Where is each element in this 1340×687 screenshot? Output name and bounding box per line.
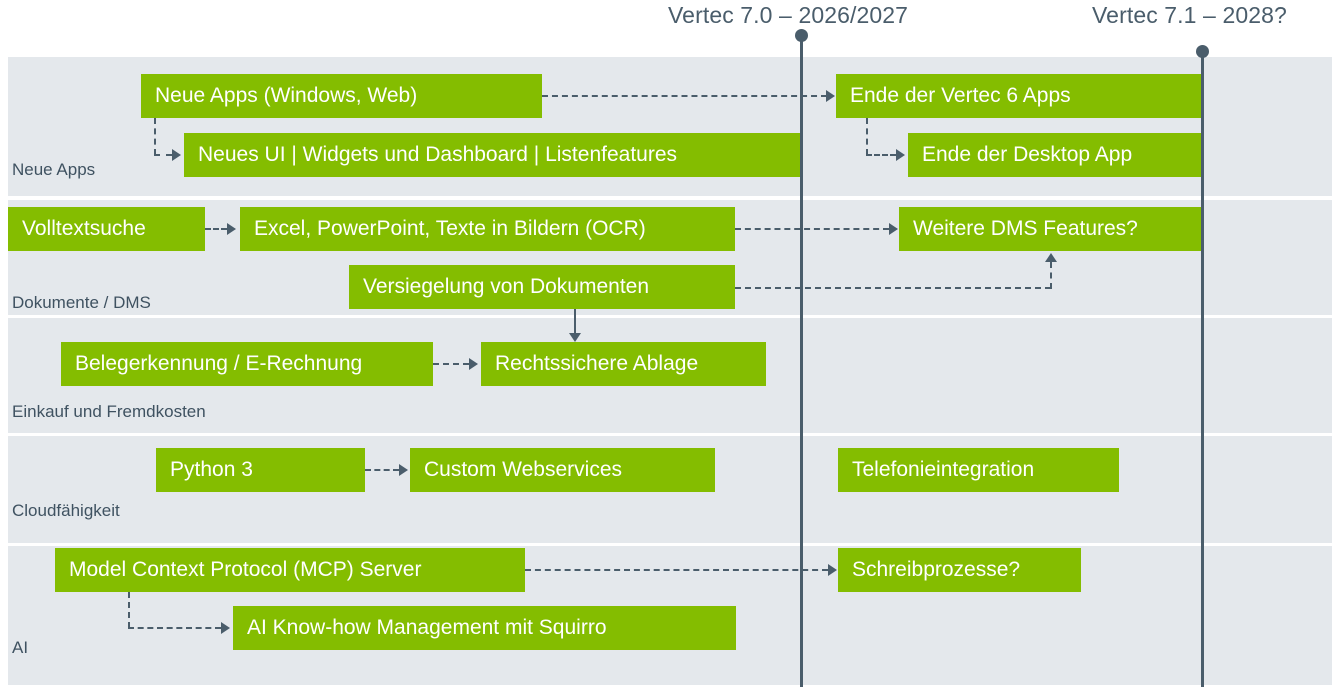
connector-versiegelung-to-weitere-dms-h [735,287,1051,289]
arrowhead-weitere-dms-from-below [1045,253,1057,262]
task-neue-apps-windows-web[interactable]: Neue Apps (Windows, Web) [141,74,542,118]
task-neues-ui-widgets-dashboard[interactable]: Neues UI | Widgets und Dashboard | Liste… [184,133,803,177]
arrowhead-ende-vertec6 [826,90,835,102]
task-schreibprozesse[interactable]: Schreibprozesse? [838,548,1081,592]
task-ai-knowhow-management-squirro[interactable]: AI Know-how Management mit Squirro [233,606,736,650]
task-weitere-dms-features[interactable]: Weitere DMS Features? [899,207,1203,251]
task-volltextsuche[interactable]: Volltextsuche [8,207,205,251]
connector-ocr-to-weitere-dms [735,228,889,230]
connector-volltextsuche-to-ocr [205,228,227,230]
task-belegerkennung-e-rechnung[interactable]: Belegerkennung / E-Rechnung [61,342,433,386]
arrowhead-weitere-dms [889,223,898,235]
arrowhead-neues-ui [172,149,181,161]
task-ende-der-vertec-6-apps[interactable]: Ende der Vertec 6 Apps [836,74,1203,118]
band-label-einkauf-fremdkosten: Einkauf und Fremdkosten [12,402,206,421]
band-label-dokumente-dms: Dokumente / DMS [12,293,151,312]
task-rechtssichere-ablage[interactable]: Rechtssichere Ablage [481,342,766,386]
connector-versiegelung-to-ablage-v [574,309,576,334]
connector-neue-apps-to-ende-vertec6 [542,95,827,97]
arrowhead-ablage [469,358,478,370]
milestone-line-vertec-70 [800,35,803,687]
milestone-line-vertec-71 [1201,51,1204,687]
arrowhead-rechtssichere-ablage [569,333,581,342]
band-label-neue-apps: Neue Apps [12,160,96,179]
connector-endevertec6-elbow-h [866,154,896,156]
task-excel-powerpoint-ocr[interactable]: Excel, PowerPoint, Texte in Bildern (OCR… [240,207,735,251]
connector-endevertec6-elbow-v [866,118,868,155]
connector-neueapps-elbow-h [154,154,172,156]
arrowhead-custom-webservices [399,464,408,476]
arrowhead-ocr [227,223,236,235]
task-versiegelung-von-dokumenten[interactable]: Versiegelung von Dokumenten [349,265,735,309]
connector-neueapps-elbow-v [154,118,156,155]
connector-mcp-elbow-v [128,592,130,628]
task-custom-webservices[interactable]: Custom Webservices [410,448,715,492]
connector-mcp-to-schreibprozesse [525,569,828,571]
arrowhead-ende-desktop-app [896,149,905,161]
arrowhead-schreibprozesse [828,564,837,576]
connector-belegerkennung-to-ablage [433,363,469,365]
task-telefonieintegration[interactable]: Telefonieintegration [838,448,1119,492]
milestone-label-vertec-71: Vertec 7.1 – 2028? [1092,2,1287,28]
arrowhead-ai-knowhow [221,622,230,634]
connector-mcp-elbow-h [128,627,221,629]
band-label-ai: AI [12,638,29,657]
connector-python3-to-webservices [365,469,399,471]
task-ende-der-desktop-app[interactable]: Ende der Desktop App [908,133,1203,177]
milestone-label-vertec-70: Vertec 7.0 – 2026/2027 [668,2,909,28]
milestone-dot-vertec-70 [795,29,808,42]
band-label-cloudfaehigkeit: Cloudfähigkeit [12,501,120,520]
task-python-3[interactable]: Python 3 [156,448,365,492]
connector-versiegelung-to-weitere-dms-v [1050,262,1052,289]
task-mcp-server[interactable]: Model Context Protocol (MCP) Server [55,548,525,592]
milestone-dot-vertec-71 [1196,45,1209,58]
